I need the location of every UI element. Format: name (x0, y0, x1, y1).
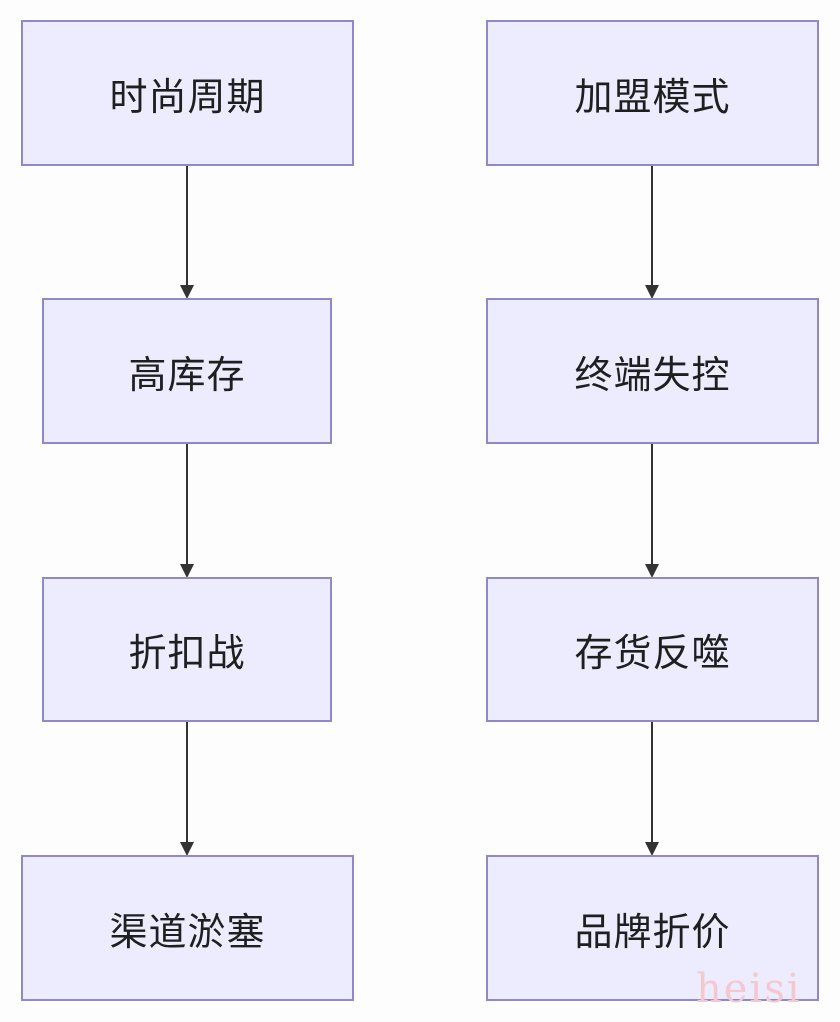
node-high-inventory: 高库存 (42, 298, 332, 444)
node-franchise-model: 加盟模式 (486, 20, 819, 166)
node-fashion-cycle: 时尚周期 (21, 20, 354, 166)
node-channel-congestion: 渠道淤塞 (21, 855, 354, 1001)
watermark-text: heisi (696, 966, 802, 1012)
node-discount-war: 折扣战 (42, 577, 332, 722)
node-terminal-out-of-control: 终端失控 (486, 298, 819, 444)
node-brand-devaluation: 品牌折价 (486, 855, 819, 1001)
node-inventory-backlash: 存货反噬 (486, 577, 819, 722)
